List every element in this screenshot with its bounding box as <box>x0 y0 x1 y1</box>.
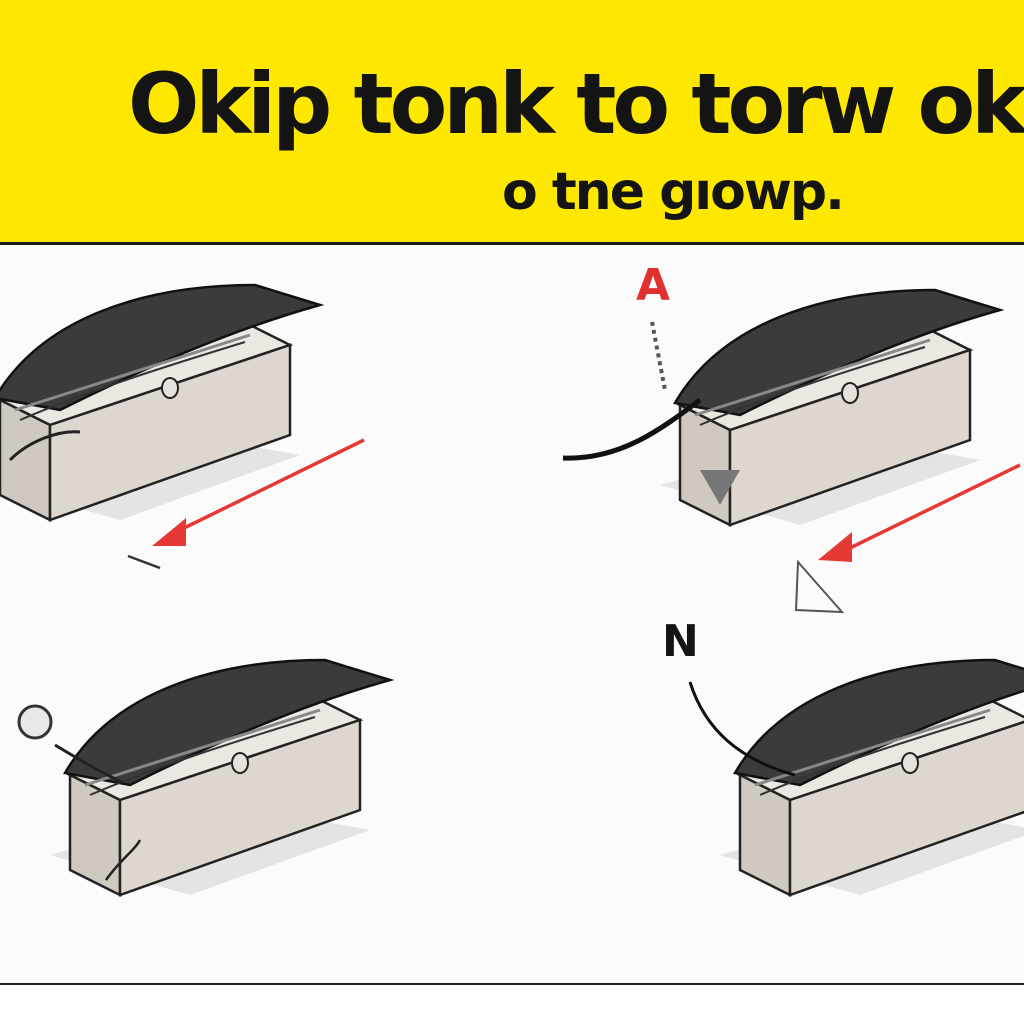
step-1-box-illustration <box>0 283 322 522</box>
step-2-box-illustration <box>562 288 1002 527</box>
step-4-box-illustration <box>718 658 1024 897</box>
instruction-subtitle: o tne gıowp. <box>502 162 845 222</box>
instruction-title: Okip tonk to torw ok <box>128 55 1024 153</box>
bottom-divider <box>0 983 1024 985</box>
step-2-red-arrow <box>818 463 1021 562</box>
step-3-callout <box>17 704 123 784</box>
step-2-triangle-marker <box>794 559 845 614</box>
step-label-a: A <box>636 260 671 311</box>
step-1-red-arrow <box>152 438 365 546</box>
step-3-box-illustration <box>48 658 392 897</box>
step-4-curve-pointer <box>688 681 796 777</box>
step-label-n: N <box>662 616 699 667</box>
title-banner: Okip tonk to torw ok o tne gıowp. <box>0 0 1024 245</box>
step-1-tick-mark <box>127 554 161 570</box>
step-2-pointer-line <box>650 321 667 391</box>
